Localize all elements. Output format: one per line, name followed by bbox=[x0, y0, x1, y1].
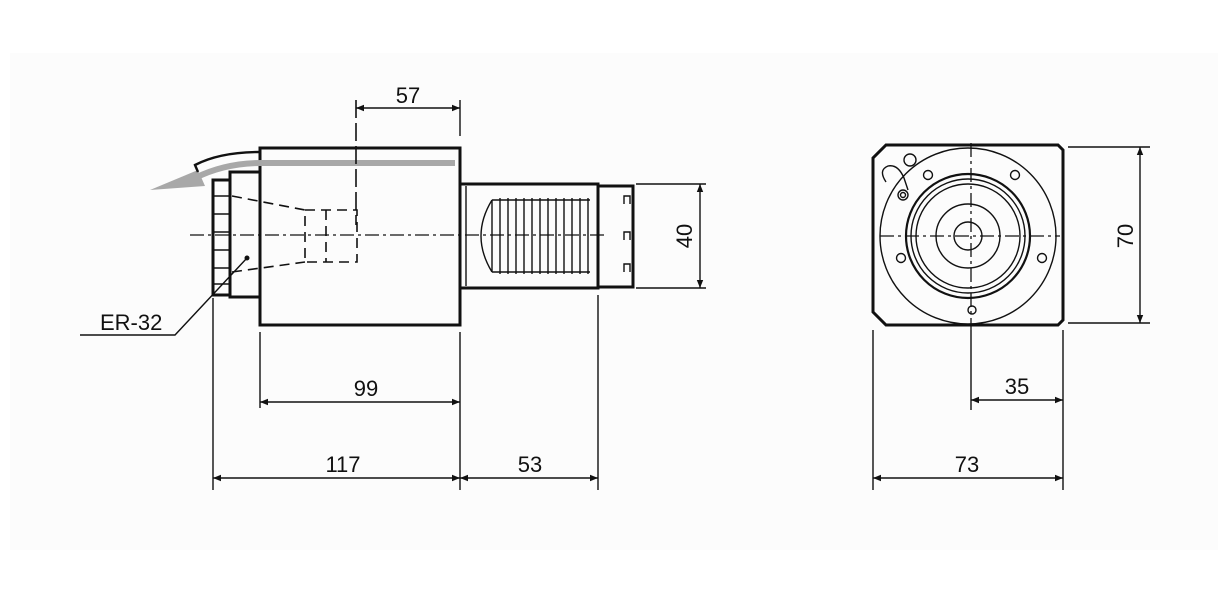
svg-text:117: 117 bbox=[325, 452, 360, 477]
main-body bbox=[258, 146, 462, 327]
mounting-holes bbox=[895, 169, 1048, 315]
housing-outline bbox=[871, 143, 1065, 327]
svg-text:35: 35 bbox=[1005, 374, 1029, 399]
er32-callout: ER-32 bbox=[80, 255, 250, 336]
er32-label: ER-32 bbox=[100, 310, 162, 335]
dimension-35: 35 bbox=[970, 330, 1064, 490]
clamp-ring-serrations bbox=[213, 195, 230, 285]
dimension-70: 70 bbox=[1068, 146, 1150, 324]
dimension-40: 40 bbox=[636, 183, 706, 289]
spline-thread bbox=[465, 186, 590, 286]
svg-text:73: 73 bbox=[955, 452, 979, 477]
drive-coupling bbox=[596, 184, 635, 289]
drawing-background bbox=[10, 53, 1218, 550]
svg-text:70: 70 bbox=[1113, 224, 1138, 248]
svg-text:40: 40 bbox=[672, 224, 697, 248]
dimension-73: 73 bbox=[872, 330, 1063, 490]
dimension-99: 99 bbox=[259, 332, 461, 490]
coolant-arrow bbox=[150, 150, 455, 190]
svg-text:99: 99 bbox=[354, 376, 378, 401]
svg-text:57: 57 bbox=[396, 83, 420, 108]
dimension-53: 53 bbox=[460, 295, 599, 490]
coolant-fitting bbox=[881, 153, 917, 201]
collet-taper-hidden bbox=[231, 195, 358, 273]
dimension-117: 117 bbox=[212, 298, 460, 490]
dimension-57: 57 bbox=[355, 83, 461, 225]
front-view: 70 35 73 bbox=[871, 143, 1150, 490]
clamp-ring bbox=[211, 178, 232, 297]
svg-text:53: 53 bbox=[518, 452, 542, 477]
side-view: ER-32 57 40 99 117 bbox=[80, 83, 706, 490]
coupling-slots bbox=[623, 195, 631, 272]
